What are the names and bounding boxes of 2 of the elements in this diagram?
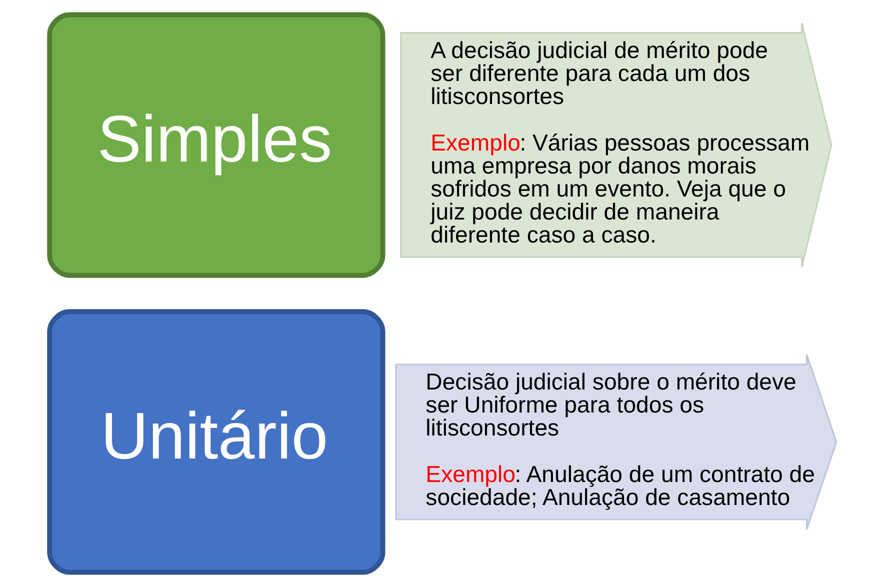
node-box: Simples	[47, 12, 386, 278]
node-box: Unitário	[47, 309, 386, 575]
